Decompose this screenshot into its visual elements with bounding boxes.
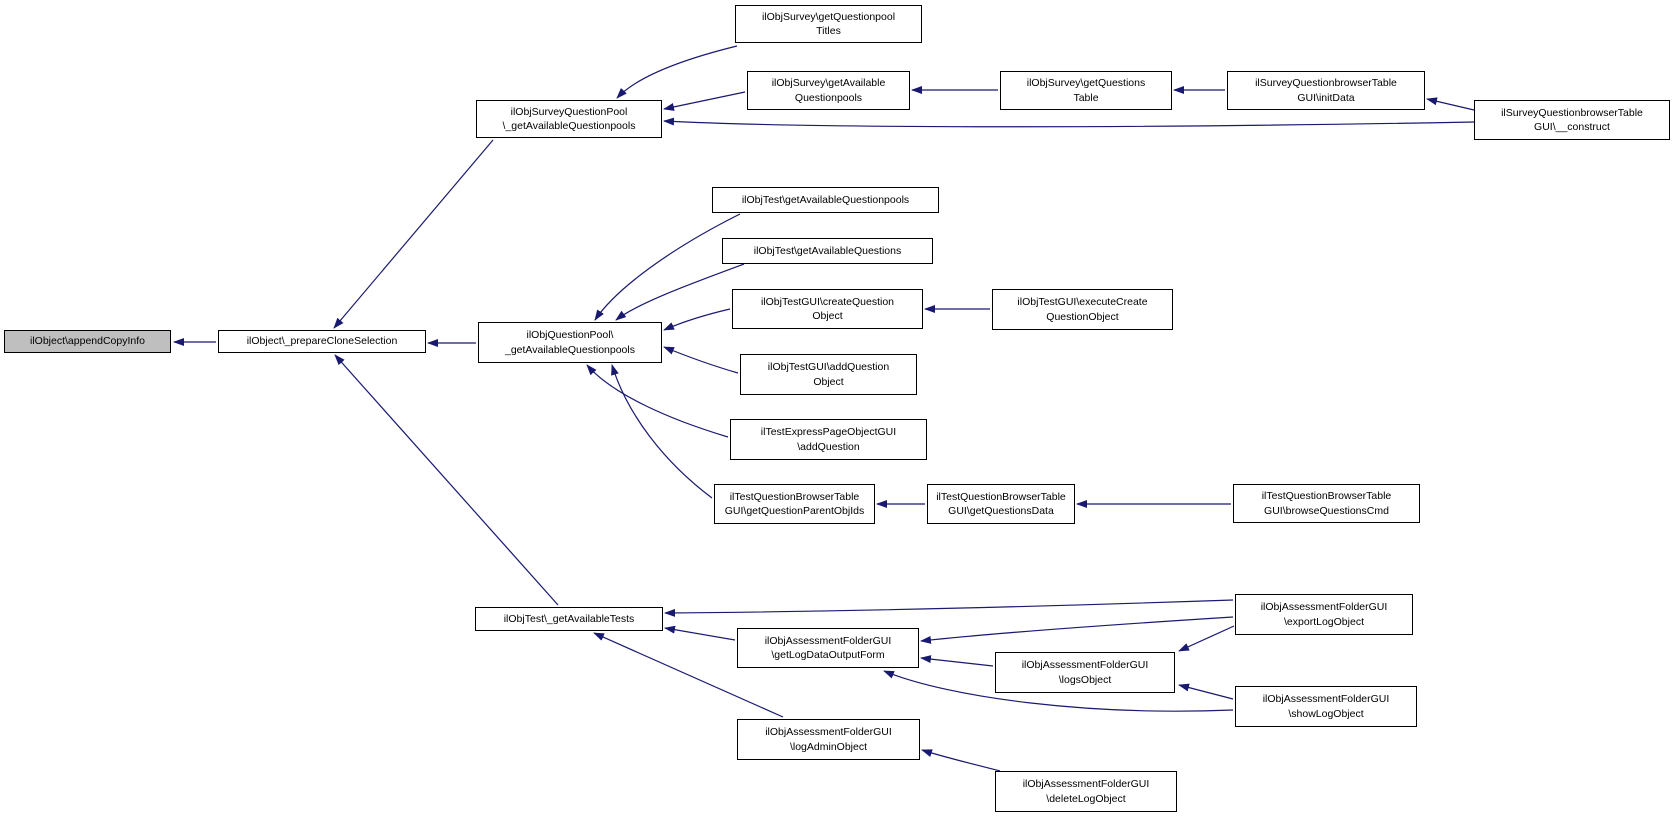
edge-express-page-add-question--to--obj-question-pool-get-available-questionpools (586, 364, 729, 438)
graph-node-afgui-export-log-object[interactable]: ilObjAssessmentFolderGUI \exportLogObjec… (1235, 594, 1413, 635)
edge-afgui-delete-log-object--to--afgui-log-admin-object (921, 749, 1001, 772)
graph-node-survey-get-available-questionpools[interactable]: ilObjSurvey\getAvailable Questionpools (747, 71, 910, 110)
edge-afgui-logs-object--to--afgui-get-log-data-output-form (920, 655, 994, 667)
edge-survey-qp-pool-get-available-questionpools--to--prepare-clone-selection (333, 139, 494, 329)
graph-node-obj-question-pool-get-available-questionpools[interactable]: ilObjQuestionPool\ _getAvailableQuestion… (478, 322, 662, 363)
graph-node-append-copy-info[interactable]: ilObject\appendCopyInfo (4, 330, 171, 353)
edge-afgui-export-log-object--to--afgui-get-log-data-output-form (920, 616, 1234, 644)
edge-afgui-get-log-data-output-form--to--test-get-available-tests (664, 625, 736, 641)
edge-survey-browser-construct--to--survey-browser-init-data (1426, 97, 1475, 111)
edge-survey-get-available-questionpools--to--survey-qp-pool-get-available-questionpools (663, 91, 746, 111)
graph-node-afgui-show-log-object[interactable]: ilObjAssessmentFolderGUI \showLogObject (1235, 686, 1417, 727)
graph-node-test-get-available-questions[interactable]: ilObjTest\getAvailableQuestions (722, 238, 933, 264)
edge-test-get-available-questionpools--to--obj-question-pool-get-available-questionpools (594, 213, 741, 321)
edge-afgui-log-admin-object--to--test-get-available-tests (593, 632, 784, 718)
graph-node-afgui-log-admin-object[interactable]: ilObjAssessmentFolderGUI \logAdminObject (737, 719, 920, 760)
edge-testgui-create-question-object--to--obj-question-pool-get-available-questionpools (663, 308, 731, 331)
graph-node-testgui-add-question-object[interactable]: ilObjTestGUI\addQuestion Object (740, 354, 917, 395)
graph-node-browser-browse-questions-cmd[interactable]: ilTestQuestionBrowserTable GUI\browseQue… (1233, 484, 1420, 523)
graph-node-afgui-get-log-data-output-form[interactable]: ilObjAssessmentFolderGUI \getLogDataOutp… (737, 628, 919, 668)
edge-survey-browser-construct--to--survey-qp-pool-get-available-questionpools (663, 117, 1475, 128)
graph-node-afgui-delete-log-object[interactable]: ilObjAssessmentFolderGUI \deleteLogObjec… (995, 771, 1177, 812)
edge-test-get-available-questions--to--obj-question-pool-get-available-questionpools (615, 263, 745, 321)
edge-afgui-show-log-object--to--afgui-logs-object (1178, 683, 1234, 700)
edge-test-get-available-tests--to--prepare-clone-selection (334, 354, 559, 606)
graph-node-survey-get-questionpool-titles[interactable]: ilObjSurvey\getQuestionpool Titles (735, 5, 922, 43)
edge-afgui-show-log-object--to--afgui-get-log-data-output-form (883, 670, 1234, 712)
edge-browser-get-question-parent-obj-ids--to--obj-question-pool-get-available-questionpools (611, 364, 713, 499)
graph-node-express-page-add-question[interactable]: ilTestExpressPageObjectGUI \addQuestion (730, 419, 927, 460)
graph-node-browser-get-question-parent-obj-ids[interactable]: ilTestQuestionBrowserTable GUI\getQuesti… (714, 484, 875, 524)
edge-afgui-export-log-object--to--test-get-available-tests (664, 599, 1234, 617)
graph-node-afgui-logs-object[interactable]: ilObjAssessmentFolderGUI \logsObject (995, 652, 1175, 693)
graph-node-testgui-create-question-object[interactable]: ilObjTestGUI\createQuestion Object (732, 289, 923, 329)
graph-node-testgui-execute-create-question-object[interactable]: ilObjTestGUI\executeCreate QuestionObjec… (992, 289, 1173, 330)
edge-testgui-add-question-object--to--obj-question-pool-get-available-questionpools (663, 346, 739, 374)
graph-node-survey-qp-pool-get-available-questionpools[interactable]: ilObjSurveyQuestionPool \_getAvailableQu… (476, 100, 662, 138)
edge-afgui-export-log-object--to--afgui-logs-object (1178, 625, 1235, 652)
graph-node-survey-browser-init-data[interactable]: ilSurveyQuestionbrowserTable GUI\initDat… (1227, 71, 1425, 110)
graph-node-test-get-available-questionpools[interactable]: ilObjTest\getAvailableQuestionpools (712, 187, 939, 213)
graph-node-survey-get-questions-table[interactable]: ilObjSurvey\getQuestions Table (1000, 71, 1172, 110)
graph-node-browser-get-questions-data[interactable]: ilTestQuestionBrowserTable GUI\getQuesti… (927, 484, 1075, 524)
graph-node-test-get-available-tests[interactable]: ilObjTest\_getAvailableTests (475, 607, 663, 631)
graph-node-survey-browser-construct[interactable]: ilSurveyQuestionbrowserTable GUI\__const… (1474, 100, 1670, 140)
graph-node-prepare-clone-selection[interactable]: ilObject\_prepareCloneSelection (218, 330, 426, 353)
edge-survey-get-questionpool-titles--to--survey-qp-pool-get-available-questionpools (616, 45, 738, 99)
